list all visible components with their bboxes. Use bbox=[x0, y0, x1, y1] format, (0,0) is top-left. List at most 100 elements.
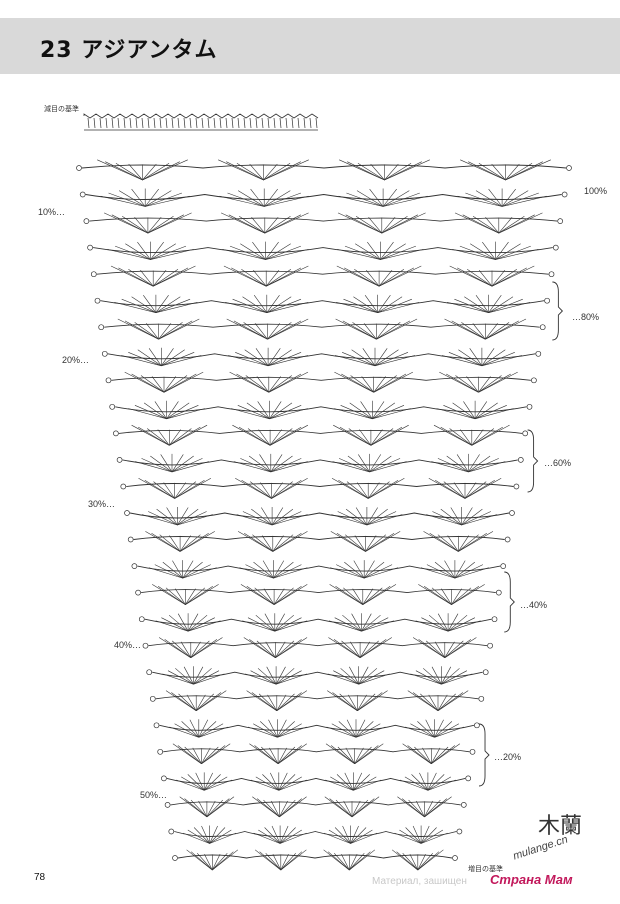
row-end-loop bbox=[478, 695, 485, 702]
fan-stitch bbox=[226, 318, 268, 340]
fan-stitch bbox=[378, 267, 415, 287]
fan-stitch bbox=[271, 481, 293, 499]
fan-stitch bbox=[263, 188, 278, 207]
fan-stitch bbox=[185, 588, 196, 605]
fan-stitch bbox=[266, 269, 292, 287]
fan-stitch bbox=[417, 853, 426, 871]
fan-stitch bbox=[349, 853, 358, 871]
fan-stitch bbox=[328, 620, 362, 632]
fan-stitch bbox=[505, 159, 551, 181]
fan-stitch bbox=[174, 479, 205, 499]
fan-stitch bbox=[374, 349, 399, 367]
percent-label-left-10: 10%… bbox=[38, 207, 66, 217]
reference-stitch bbox=[177, 117, 180, 129]
fan-stitch bbox=[482, 241, 496, 260]
row-end-loop bbox=[83, 218, 90, 224]
fan-stitch bbox=[359, 639, 387, 658]
fan-stitch bbox=[245, 673, 277, 685]
fan-stitch bbox=[358, 668, 378, 685]
fan-stitch bbox=[457, 195, 503, 207]
fan-stitch bbox=[333, 852, 350, 871]
reference-stitch bbox=[237, 117, 240, 129]
fan-stitch bbox=[330, 776, 354, 791]
chart-row-chain bbox=[93, 247, 553, 254]
fan-stitch bbox=[341, 352, 376, 367]
fan-stitch bbox=[163, 376, 177, 393]
fan-stitch bbox=[372, 401, 385, 419]
fan-stitch bbox=[432, 511, 462, 526]
chart-row-chain bbox=[100, 300, 545, 307]
fan-stitch bbox=[279, 798, 302, 818]
fan-stitch bbox=[254, 587, 275, 605]
fan-stitch bbox=[324, 832, 351, 844]
fan-stitch bbox=[384, 161, 422, 181]
fan-stitch bbox=[259, 721, 278, 738]
fan-stitch bbox=[431, 461, 469, 473]
fan-stitch bbox=[267, 320, 302, 340]
fan-stitch bbox=[481, 352, 515, 367]
fan-stitch bbox=[363, 560, 375, 579]
fan-stitch bbox=[451, 588, 462, 605]
fan-stitch bbox=[382, 192, 420, 207]
fan-stitch bbox=[357, 693, 376, 712]
fan-stitch bbox=[275, 666, 286, 685]
fan-stitch bbox=[355, 726, 386, 738]
fan-stitch bbox=[185, 587, 206, 605]
row-end-loop bbox=[517, 457, 524, 463]
fan-stitch bbox=[212, 851, 234, 871]
fan-stitch bbox=[265, 852, 282, 871]
fan-stitch bbox=[155, 302, 198, 313]
fan-stitch bbox=[471, 426, 503, 446]
fan-stitch bbox=[190, 641, 201, 658]
fan-stitch bbox=[359, 429, 372, 446]
reference-stitch bbox=[303, 117, 306, 129]
fan-stitch bbox=[361, 614, 381, 632]
fan-stitch bbox=[190, 640, 210, 658]
watermark-text: Материал, зашищен bbox=[372, 876, 467, 887]
fan-stitch bbox=[474, 401, 488, 419]
fan-stitch bbox=[232, 424, 271, 446]
fan-stitch bbox=[415, 620, 449, 632]
fan-stitch bbox=[350, 375, 374, 393]
fan-stitch bbox=[267, 352, 302, 367]
row-end-loop bbox=[526, 403, 533, 410]
fan-stitch bbox=[381, 214, 419, 234]
fan-stitch bbox=[380, 241, 394, 260]
reference-stitch bbox=[111, 117, 114, 129]
fan-stitch bbox=[177, 613, 189, 632]
fan-stitch bbox=[441, 673, 473, 685]
row-end-loop bbox=[168, 828, 175, 835]
fan-stitch bbox=[481, 355, 522, 367]
fan-stitch bbox=[263, 588, 275, 605]
fan-stitch bbox=[399, 779, 429, 791]
row-end-loop bbox=[135, 589, 141, 596]
fan-stitch bbox=[272, 853, 282, 871]
fan-stitch bbox=[349, 666, 359, 685]
chart-row-chain bbox=[89, 217, 558, 222]
percent-label-left-40: 40%… bbox=[114, 640, 142, 650]
fan-stitch bbox=[280, 853, 297, 871]
chart-row-chain bbox=[115, 406, 527, 413]
fan-stitch bbox=[471, 429, 484, 446]
fan-stitch bbox=[142, 159, 188, 181]
fan-stitch bbox=[151, 376, 165, 393]
fan-stitch bbox=[495, 243, 521, 260]
fan-stitch bbox=[461, 511, 491, 526]
fan-stitch bbox=[250, 779, 279, 791]
fan-stitch bbox=[488, 295, 502, 313]
fan-stitch bbox=[377, 298, 413, 313]
fan-stitch bbox=[128, 352, 162, 367]
fan-stitch bbox=[169, 428, 192, 446]
fan-stitch bbox=[345, 747, 355, 764]
fan-stitch bbox=[254, 849, 281, 871]
reference-stitch bbox=[141, 117, 144, 129]
fan-stitch bbox=[269, 426, 302, 446]
fan-stitch bbox=[420, 825, 430, 844]
row-end-loop bbox=[120, 483, 127, 490]
fan-stitch bbox=[264, 215, 291, 234]
fan-stitch bbox=[370, 426, 403, 446]
fan-stitch bbox=[251, 217, 266, 234]
fan-stitch bbox=[470, 243, 496, 260]
row-end-loop bbox=[164, 802, 171, 808]
fan-stitch bbox=[195, 772, 205, 791]
